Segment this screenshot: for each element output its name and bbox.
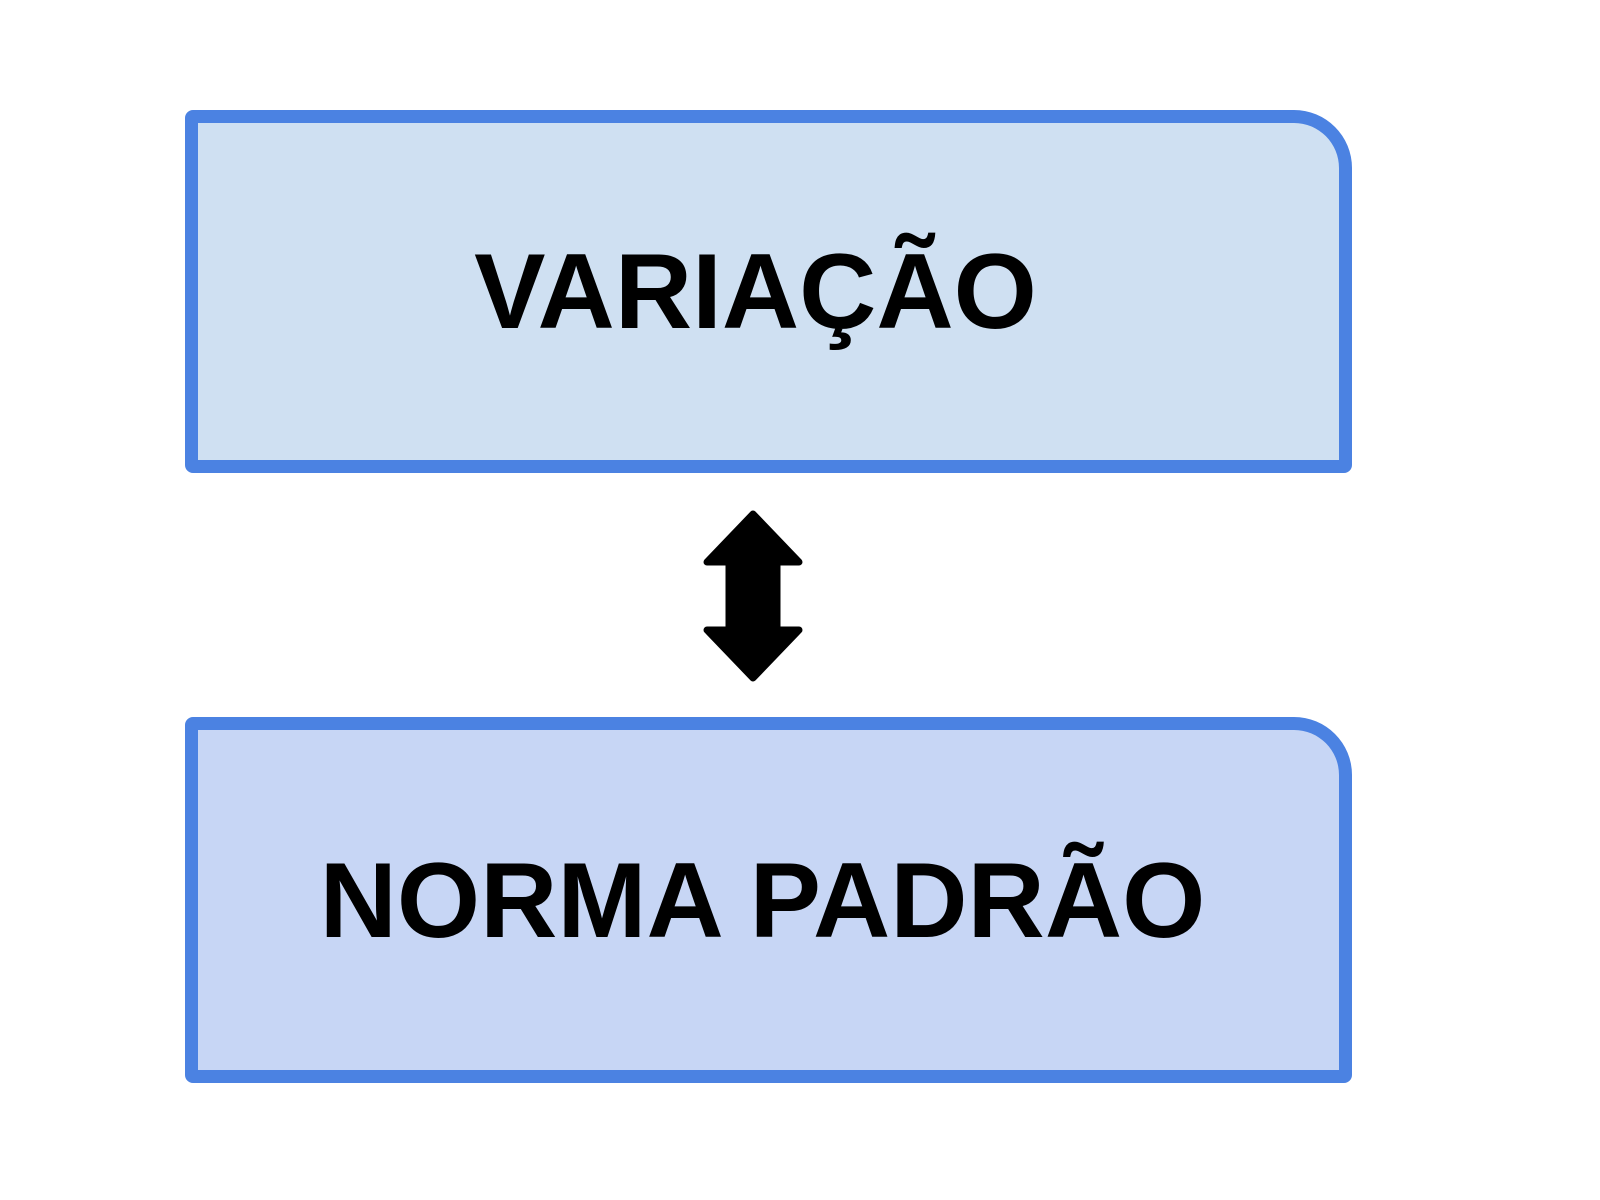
- double-arrow-connector: [703, 510, 803, 682]
- variacao-box-label: VARIAÇÃO: [474, 231, 1037, 351]
- norma-padrao-box-label: NORMA PADRÃO: [319, 839, 1206, 960]
- double-arrow-shape: [703, 510, 803, 682]
- double-arrow-icon: [703, 510, 803, 682]
- norma-padrao-box: NORMA PADRÃO: [185, 717, 1352, 1083]
- variacao-box: VARIAÇÃO: [185, 110, 1352, 473]
